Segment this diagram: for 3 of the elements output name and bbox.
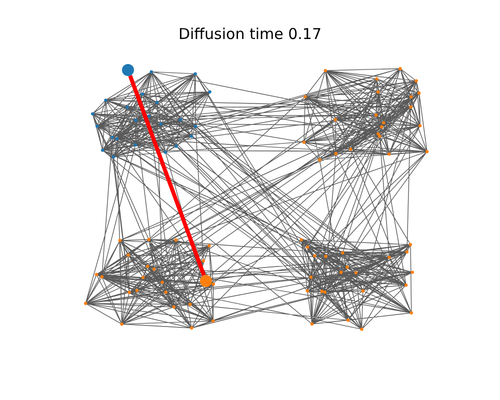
highlighted-node-dot — [122, 64, 134, 76]
highlighted-path-line — [128, 74, 206, 276]
chart-title: Diffusion time 0.17 — [177, 25, 323, 43]
